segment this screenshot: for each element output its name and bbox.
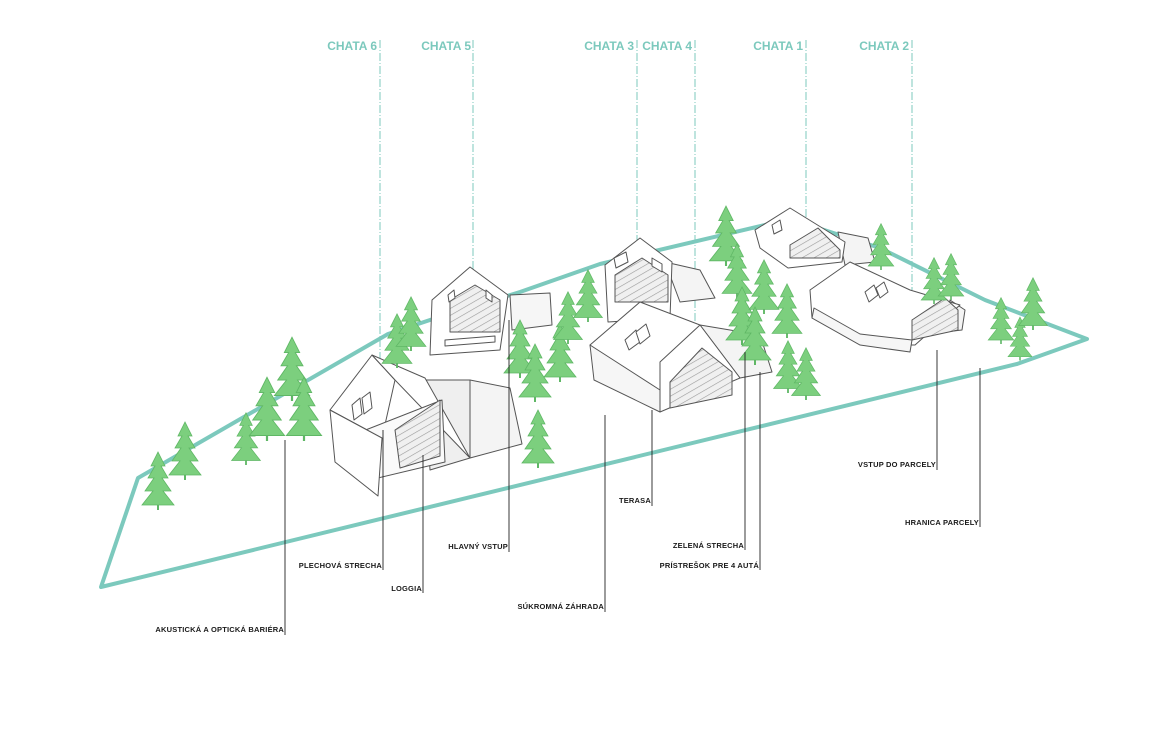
metal-roof-label: PLECHOVÁ STRECHA xyxy=(299,561,383,570)
chata-6-label: CHATA 6 xyxy=(327,39,377,53)
carport-label: PRÍSTREŠOK PRE 4 AUTÁ xyxy=(660,561,760,570)
tree xyxy=(553,291,583,344)
green-roof-label: ZELENÁ STRECHA xyxy=(673,541,745,550)
buildings xyxy=(329,207,966,497)
loggia-label: LOGGIA xyxy=(391,584,422,593)
tree xyxy=(773,340,803,394)
chata-4-label: CHATA 4 xyxy=(642,39,692,53)
chata-2-building xyxy=(809,261,966,353)
plot-entrance-label: VSTUP DO PARCELY xyxy=(858,460,936,469)
tree xyxy=(521,409,555,468)
chalet-labels: CHATA 6 CHATA 5 CHATA 3 CHATA 4 CHATA 1 … xyxy=(327,39,909,53)
chata-5-building xyxy=(429,266,553,356)
tree xyxy=(168,421,202,480)
main-entrance-label: HLAVNÝ VSTUP xyxy=(448,542,508,551)
chata-1-label: CHATA 1 xyxy=(753,39,803,53)
acoustic-barrier-label: AKUSTICKÁ A OPTICKÁ BARIÉRA xyxy=(155,625,284,634)
chata-5-label: CHATA 5 xyxy=(421,39,471,53)
chata-3-building xyxy=(604,237,716,323)
private-garden-label: SÚKROMNÁ ZÁHRADA xyxy=(517,602,604,611)
terrace-label: TERASA xyxy=(619,496,651,505)
chata-6-building xyxy=(329,354,523,497)
chata-3-label: CHATA 3 xyxy=(584,39,634,53)
chata-2-label: CHATA 2 xyxy=(859,39,909,53)
tree xyxy=(1018,277,1048,331)
callout-leaders xyxy=(284,320,981,635)
callout-labels: PLECHOVÁ STRECHA LOGGIA AKUSTICKÁ A OPTI… xyxy=(155,460,979,634)
chata-1-building xyxy=(754,207,876,269)
plot-boundary-label: HRANICA PARCELY xyxy=(905,518,979,527)
tree xyxy=(573,269,603,322)
tree xyxy=(748,259,780,314)
tree xyxy=(771,283,803,338)
